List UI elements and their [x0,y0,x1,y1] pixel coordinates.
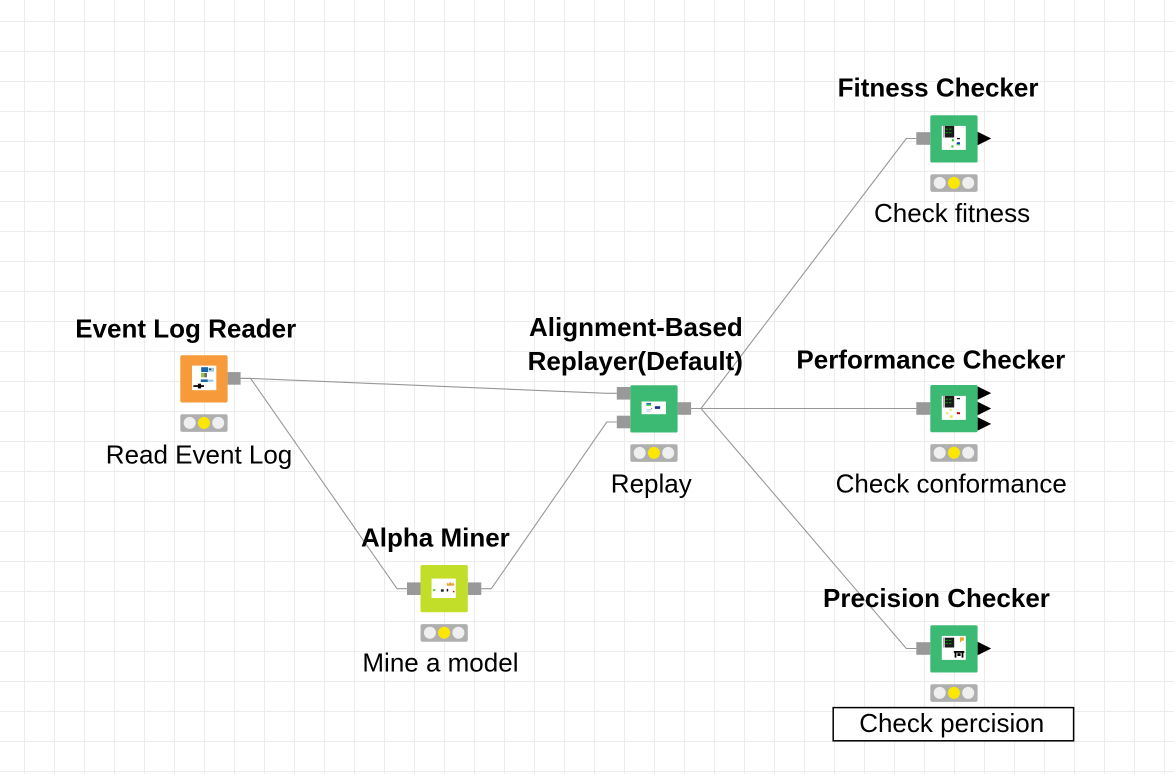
svg-text:Check percision: Check percision [859,708,1044,738]
svg-text:Replayer(Default): Replayer(Default) [528,346,743,376]
svg-text:Event Log Reader: Event Log Reader [75,314,296,344]
svg-text:Alpha Miner: Alpha Miner [361,522,510,552]
svg-text:Fitness Checker: Fitness Checker [838,73,1039,103]
svg-text:Mine a model: Mine a model [362,648,518,678]
svg-text:Replay: Replay [611,469,692,499]
svg-text:Alignment-Based: Alignment-Based [529,312,743,342]
svg-text:Performance Checker: Performance Checker [796,344,1065,374]
svg-text:Precision Checker: Precision Checker [823,583,1050,613]
svg-text:Check fitness: Check fitness [874,198,1030,228]
svg-text:Read Event Log: Read Event Log [106,440,292,470]
svg-text:Check conformance: Check conformance [836,468,1067,498]
